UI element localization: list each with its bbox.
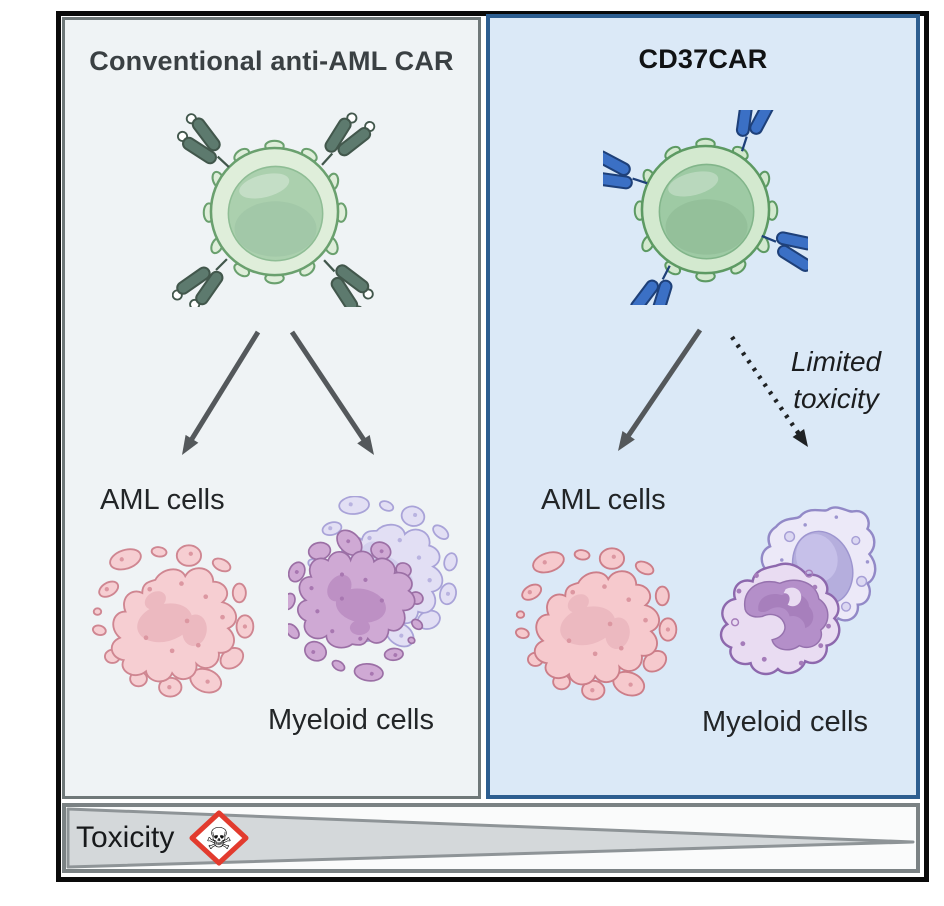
car-t-cell-illustration-left xyxy=(172,112,377,307)
aml-lysed-cells-illustration-left xyxy=(90,544,255,698)
toxicity-gradient-bar: Toxicity ☠ xyxy=(62,803,920,873)
skull-crossbones-icon: ☠ xyxy=(189,810,249,866)
arrow-to-aml-right xyxy=(618,328,703,451)
toxicity-wedge xyxy=(66,807,915,869)
arrow-to-myeloid-left xyxy=(289,330,374,455)
aml-cells-label-right: AML cells xyxy=(541,484,666,516)
car-t-cell-illustration-right xyxy=(603,110,808,305)
myeloid-lysed-cells-illustration-left xyxy=(288,496,460,692)
panel-title-right: CD37CAR xyxy=(638,44,768,74)
myeloid-cells-label-right: Myeloid cells xyxy=(702,706,868,738)
panel-title-left: Conventional anti-AML CAR xyxy=(89,46,454,76)
intact-myeloid-cells-illustration xyxy=(719,506,877,676)
myeloid-cells-label-left: Myeloid cells xyxy=(268,704,434,736)
myeloid-cell-front xyxy=(719,562,841,676)
aml-lysed-cells-illustration-right xyxy=(513,547,678,701)
limited-toxicity-note: Limited toxicity xyxy=(790,346,882,414)
dotted-arrow-limited-toxicity xyxy=(730,335,808,447)
skull-glyph: ☠ xyxy=(206,822,233,857)
aml-cells-label-left: AML cells xyxy=(100,484,225,516)
toxicity-label: Toxicity xyxy=(76,821,175,854)
arrow-to-aml-left xyxy=(182,330,261,455)
